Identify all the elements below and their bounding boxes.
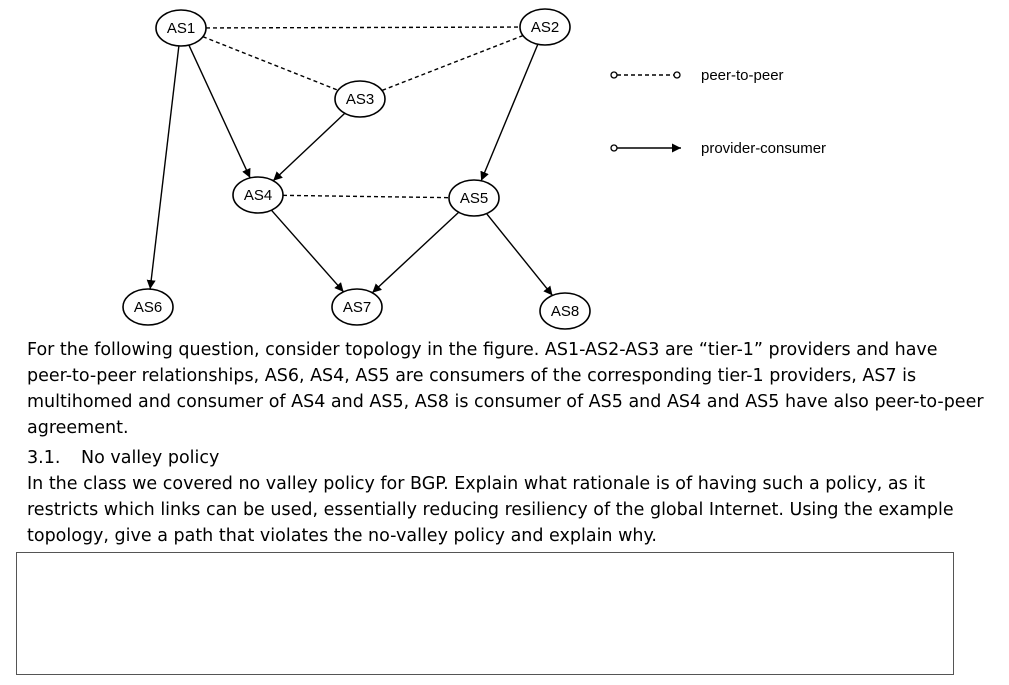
node-ellipse bbox=[155, 9, 207, 47]
node-as6: AS6 bbox=[122, 288, 174, 326]
section-heading: 3.1. No valley policy bbox=[27, 445, 987, 471]
provider-link-as2-as5 bbox=[480, 43, 539, 182]
node-as1: AS1 bbox=[155, 9, 207, 47]
node-label: AS2 bbox=[531, 19, 559, 36]
legend-provider-start-dot bbox=[610, 144, 618, 152]
provider-link-as4-as7 bbox=[270, 209, 345, 293]
node-ellipse bbox=[519, 8, 571, 46]
edges bbox=[146, 26, 554, 296]
legend-peer: peer-to-peer bbox=[610, 67, 784, 84]
peer-link-as1-as2 bbox=[205, 26, 521, 29]
legend: peer-to-peer provider-consumer bbox=[610, 67, 826, 157]
provider-link-as5-as7 bbox=[371, 211, 460, 294]
peer-link-as1-as3 bbox=[202, 36, 339, 91]
section-title: No valley policy bbox=[81, 448, 220, 468]
legend-peer-label: peer-to-peer bbox=[701, 67, 784, 84]
node-label: AS1 bbox=[167, 20, 195, 37]
node-ellipse bbox=[448, 179, 500, 217]
section-number: 3.1. bbox=[27, 448, 61, 468]
legend-provider-label: provider-consumer bbox=[701, 140, 826, 157]
node-label: AS6 bbox=[134, 299, 162, 316]
node-label: AS8 bbox=[551, 303, 579, 320]
node-label: AS5 bbox=[460, 190, 488, 207]
question-text: In the class we covered no valley policy… bbox=[27, 474, 954, 546]
peer-link-as2-as3 bbox=[381, 34, 524, 92]
node-ellipse bbox=[122, 288, 174, 326]
node-ellipse bbox=[334, 80, 386, 118]
legend-peer-start-dot bbox=[610, 71, 618, 79]
node-label: AS4 bbox=[244, 187, 272, 204]
node-ellipse bbox=[232, 176, 284, 214]
node-label: AS7 bbox=[343, 299, 371, 316]
provider-link-as1-as4 bbox=[188, 44, 251, 179]
provider-link-as5-as8 bbox=[485, 213, 554, 296]
topology-description: For the following question, consider top… bbox=[27, 340, 984, 438]
provider-link-as1-as6 bbox=[146, 45, 180, 290]
node-as3: AS3 bbox=[334, 80, 386, 118]
node-label: AS3 bbox=[346, 91, 374, 108]
peer-link-as4-as5 bbox=[282, 194, 450, 199]
node-ellipse bbox=[331, 288, 383, 326]
legend-peer-end-dot bbox=[673, 71, 681, 79]
node-as2: AS2 bbox=[519, 8, 571, 46]
node-as8: AS8 bbox=[539, 292, 591, 330]
node-as7: AS7 bbox=[331, 288, 383, 326]
node-ellipse bbox=[539, 292, 591, 330]
answer-box[interactable] bbox=[16, 552, 954, 675]
provider-link-as3-as4 bbox=[272, 112, 346, 182]
node-as4: AS4 bbox=[232, 176, 284, 214]
legend-provider: provider-consumer bbox=[610, 140, 826, 157]
node-as5: AS5 bbox=[448, 179, 500, 217]
